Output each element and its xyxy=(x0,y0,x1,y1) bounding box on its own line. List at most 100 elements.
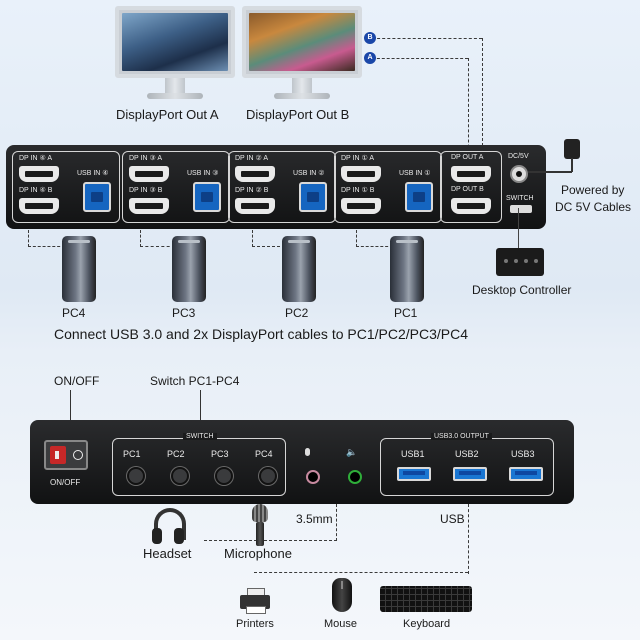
usb-wire-trunk xyxy=(468,504,469,574)
usb-in-2-port[interactable] xyxy=(299,182,327,212)
cable-pc4 xyxy=(28,230,65,247)
microphone-small-icon xyxy=(305,448,310,456)
audio-wire xyxy=(204,504,337,541)
on-off-panel-label: ON/OFF xyxy=(50,478,81,487)
headphone-jack[interactable] xyxy=(348,470,362,484)
pc2-label: PC2 xyxy=(285,306,309,320)
keyboard-icon xyxy=(380,586,472,612)
cable-a-horizontal xyxy=(372,58,468,59)
power-cable-horizontal xyxy=(528,171,572,173)
dp-out-b-label: DP OUT B xyxy=(451,186,484,193)
pc3-tower xyxy=(172,236,206,302)
usb3-port[interactable] xyxy=(509,467,543,481)
power-label-line-2: DC 5V Cables xyxy=(555,200,632,214)
switch-port[interactable] xyxy=(510,205,532,213)
kvm-rear-panel: DP IN ④ A DP IN ④ B USB IN ④ DP IN ③ A D… xyxy=(6,145,546,229)
usb-in-1-label: USB IN ① xyxy=(399,170,431,177)
printer-icon xyxy=(240,588,270,614)
dp-in-2a-port[interactable] xyxy=(235,166,275,182)
usb-output-label: USB3.0 OUTPUT xyxy=(431,433,492,440)
monitor-b xyxy=(242,6,362,102)
input-group-2: DP IN ② A DP IN ② B USB IN ② xyxy=(228,151,336,223)
pc3-label: PC3 xyxy=(172,306,196,320)
switch-pc4-button[interactable] xyxy=(259,467,277,485)
input-group-4: DP IN ④ A DP IN ④ B USB IN ④ xyxy=(12,151,120,223)
switch-pc1-label: PC1 xyxy=(123,449,141,459)
usb1-port[interactable] xyxy=(397,467,431,481)
monitor-a-screen-image xyxy=(122,13,228,71)
cable-pc3 xyxy=(140,230,175,247)
badge-b: B xyxy=(364,32,376,44)
switch-pc1-button[interactable] xyxy=(127,467,145,485)
usb-output-group: USB3.0 OUTPUT USB1 USB2 USB3 xyxy=(380,433,554,496)
power-label-line-1: Powered by xyxy=(561,183,625,197)
on-off-leader xyxy=(70,390,71,444)
dp-in-1a-port[interactable] xyxy=(341,166,381,182)
dp-in-3a-port[interactable] xyxy=(129,166,169,182)
pc4-label: PC4 xyxy=(62,306,86,320)
microphone-icon xyxy=(250,504,270,548)
usb-in-4-port[interactable] xyxy=(83,182,111,212)
dp-in-4b-port[interactable] xyxy=(19,198,59,214)
dp-in-1b-label: DP IN ① B xyxy=(341,187,375,194)
headset-icon xyxy=(152,508,186,546)
usb3-label: USB3 xyxy=(511,449,535,459)
switch-pc4-label: PC4 xyxy=(255,449,273,459)
dp-in-4b-label: DP IN ④ B xyxy=(19,187,53,194)
microphone-label: Microphone xyxy=(224,546,292,561)
monitor-b-screen-image xyxy=(249,13,355,71)
dp-in-3b-label: DP IN ③ B xyxy=(129,187,163,194)
dp-in-4a-port[interactable] xyxy=(19,166,59,182)
switch-group-label: SWITCH xyxy=(183,433,217,440)
usb-in-4-label: USB IN ④ xyxy=(77,170,109,177)
usb2-port[interactable] xyxy=(453,467,487,481)
dp-out-b-port[interactable] xyxy=(451,198,491,214)
switch-button-group: SWITCH PC1 PC2 PC3 PC4 xyxy=(112,433,286,496)
dc-power-jack[interactable] xyxy=(510,165,528,183)
cable-pc2 xyxy=(252,230,285,247)
displayport-out-b-label: DisplayPort Out B xyxy=(246,107,350,122)
connect-caption: Connect USB 3.0 and 2x DisplayPort cable… xyxy=(54,326,468,342)
power-rocker-switch[interactable] xyxy=(44,440,88,470)
power-cable-vertical xyxy=(571,158,573,172)
mouse-label: Mouse xyxy=(324,618,358,630)
mouse-icon xyxy=(332,578,352,612)
input-group-3: DP IN ③ A DP IN ③ B USB IN ③ xyxy=(122,151,230,223)
dp-in-1b-port[interactable] xyxy=(341,198,381,214)
displayport-out-a-label: DisplayPort Out A xyxy=(116,107,219,122)
cable-pc1 xyxy=(356,230,393,247)
input-group-1: DP IN ① A DP IN ① B USB IN ① xyxy=(334,151,442,223)
switch-pc2-button[interactable] xyxy=(171,467,189,485)
switch-port-label: SWITCH xyxy=(506,195,534,202)
desktop-controller-label: Desktop Controller xyxy=(472,283,572,297)
usb-in-2-label: USB IN ② xyxy=(293,170,325,177)
dp-out-a-port[interactable] xyxy=(451,166,491,182)
usb-in-3-label: USB IN ③ xyxy=(187,170,219,177)
printers-label: Printers xyxy=(236,618,274,630)
dp-in-2b-label: DP IN ② B xyxy=(235,187,269,194)
power-adapter-icon xyxy=(564,139,580,159)
switch-pc3-button[interactable] xyxy=(215,467,233,485)
usb1-label: USB1 xyxy=(401,449,425,459)
switch-pc3-label: PC3 xyxy=(211,449,229,459)
usb-in-1-port[interactable] xyxy=(405,182,433,212)
dp-in-2b-port[interactable] xyxy=(235,198,275,214)
dp-in-2a-label: DP IN ② A xyxy=(235,155,268,162)
keyboard-label: Keyboard xyxy=(403,618,451,630)
speaker-small-icon: 🔈 xyxy=(346,447,358,457)
dp-in-3b-port[interactable] xyxy=(129,198,169,214)
monitor-a xyxy=(115,6,235,102)
mic-jack[interactable] xyxy=(306,470,320,484)
on-off-caption: ON/OFF xyxy=(54,374,100,388)
kvm-front-panel: ON/OFF SWITCH PC1 PC2 PC3 PC4 🔈 USB3.0 O… xyxy=(30,420,574,504)
pc1-label: PC1 xyxy=(394,306,418,320)
usb-wire-bar xyxy=(254,572,468,573)
output-group: DP OUT A DP OUT B xyxy=(440,151,502,223)
usb-in-3-port[interactable] xyxy=(193,182,221,212)
dc-5v-label: DC/5V xyxy=(508,153,529,160)
badge-a: A xyxy=(364,52,376,64)
cable-b-vertical xyxy=(482,38,483,216)
dp-in-3a-label: DP IN ③ A xyxy=(129,155,162,162)
cable-a-vertical xyxy=(468,58,469,168)
dp-out-a-label: DP OUT A xyxy=(451,154,484,161)
